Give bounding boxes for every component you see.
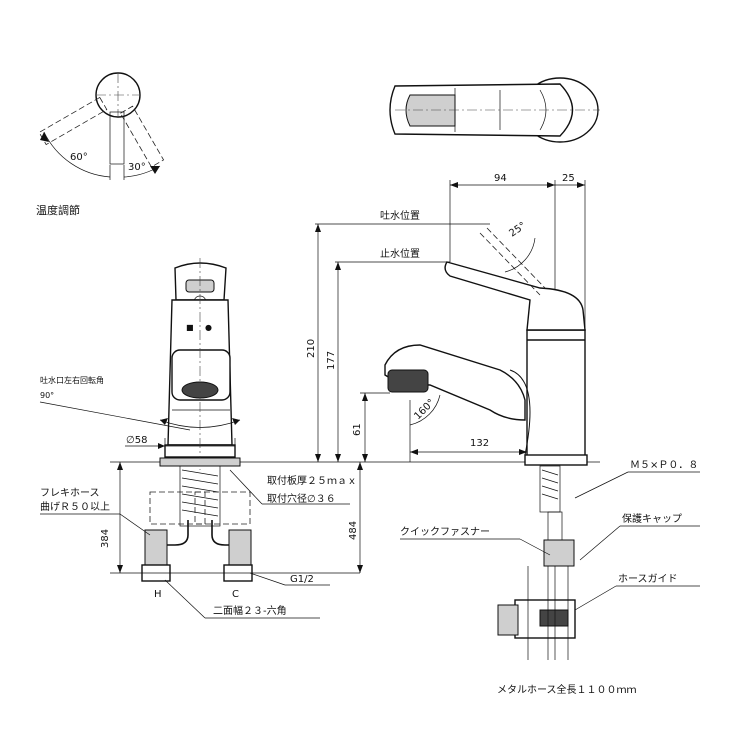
dim-94-label: 94 xyxy=(494,173,507,184)
dim-132-label: 132 xyxy=(470,438,489,449)
hex-width-label: 二面幅２３‐六角 xyxy=(213,604,287,617)
thread-label: Ｍ５×Ｐ０．８ xyxy=(630,460,698,471)
quick-fastener-label: クイックファスナー xyxy=(400,526,490,538)
flex-hoses xyxy=(141,491,253,582)
hose-guide-label: ホースガイド xyxy=(618,573,678,585)
mount-plate-label: 取付板厚２５ｍａｘ xyxy=(267,474,357,487)
angle-60-label: 60° xyxy=(70,152,88,163)
svg-text:●: ● xyxy=(205,323,212,332)
faucet-front-view: ■ ● xyxy=(164,258,236,470)
metal-hose-label: メタルホース全長１１００ｍｍ xyxy=(497,683,637,696)
dim-61-label: 61 xyxy=(352,423,363,436)
faucet-side-view xyxy=(384,227,588,660)
dim-25-label: 25 xyxy=(562,173,575,184)
bend-radius-label: 曲げＲ５０以上 xyxy=(40,501,110,513)
spout-rotation-label: 吐水口左右回転角 xyxy=(40,375,104,385)
stop-position-label: 止水位置 xyxy=(380,247,420,260)
flex-hose-label: フレキホース xyxy=(40,487,100,499)
dim-210-label: 210 xyxy=(306,339,317,358)
pipe-thread-label: G1/2 xyxy=(290,574,314,585)
dim-177-label: 177 xyxy=(326,351,337,370)
mount-hole-label: 取付穴径∅３６ xyxy=(267,492,336,505)
svg-text:■: ■ xyxy=(186,323,194,332)
c-mark: C xyxy=(232,589,239,600)
h-mark: H xyxy=(154,589,162,600)
rotation-90-label: 90° xyxy=(40,391,54,400)
protect-cap-label: 保護キャップ xyxy=(622,512,682,525)
dim-384-label: 384 xyxy=(100,529,111,548)
angle-25-label: 25° xyxy=(507,220,528,239)
faucet-top-view xyxy=(389,77,600,143)
dia-58-label: ∅58 xyxy=(126,435,147,446)
angle-30-label: 30° xyxy=(128,162,146,173)
dim-484-label: 484 xyxy=(348,521,359,540)
temperature-control-diagram xyxy=(38,72,165,180)
temp-control-label: 温度調節 xyxy=(36,203,80,217)
spout-position-label: 吐水位置 xyxy=(380,209,420,222)
